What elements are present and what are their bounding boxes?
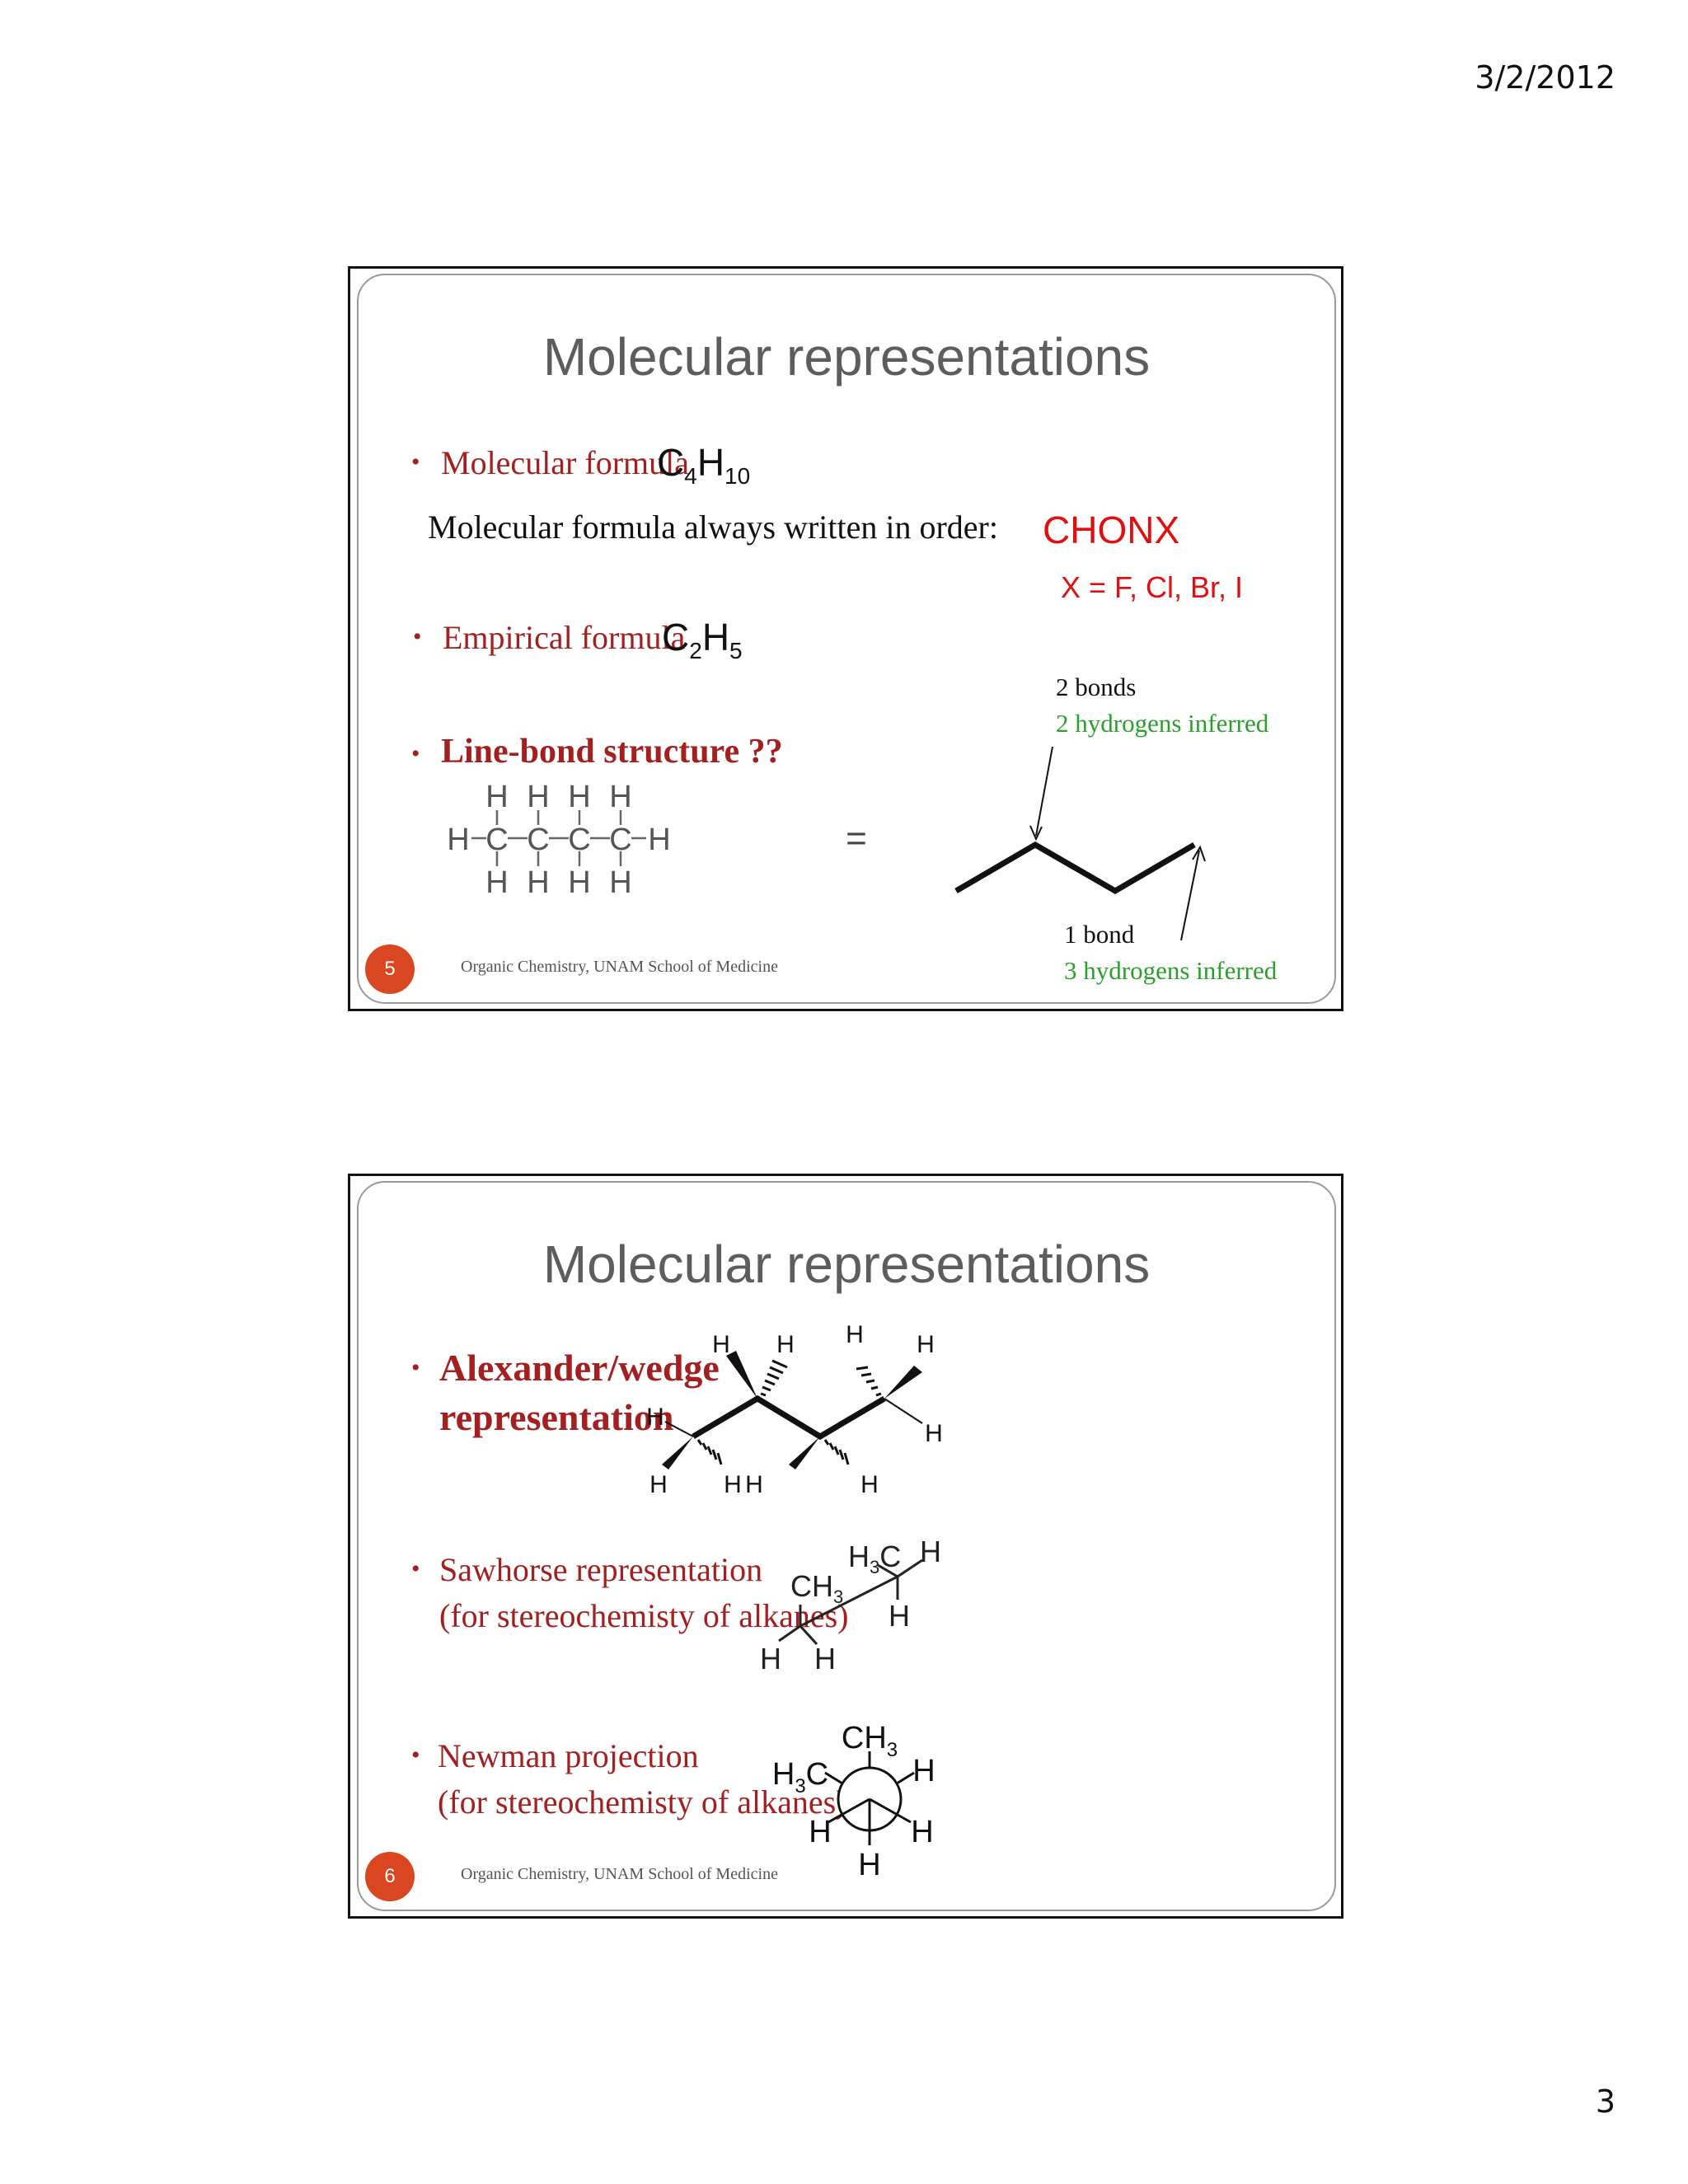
atom-h: H xyxy=(712,1331,730,1358)
slide-5-title: Molecular representations xyxy=(542,327,1151,387)
atom-h: H xyxy=(925,1420,943,1447)
newman-labels: CH3 H3C H H H H xyxy=(772,1721,935,1882)
atom-h: H xyxy=(809,1815,831,1849)
atom-h: H xyxy=(911,1815,933,1849)
svg-text:CH3: CH3 xyxy=(790,1569,843,1607)
atom-h: H xyxy=(724,1471,742,1498)
newman-structure xyxy=(824,1751,915,1845)
atom-h: H xyxy=(447,823,469,857)
line-bond-zigzag xyxy=(954,841,1196,895)
atom-h: H xyxy=(485,865,508,900)
butane-structural-formula: H H H H H C C C C H H H H H = xyxy=(447,746,1206,941)
atom-h: H xyxy=(814,1642,836,1675)
atom-h: H xyxy=(860,1471,879,1498)
atom-h: H xyxy=(912,1754,935,1788)
newman-label-1: Newman projection xyxy=(438,1737,699,1774)
alexander-label-1: Alexander/wedge xyxy=(439,1347,720,1389)
atom-h: H xyxy=(527,865,549,900)
atom-h: H xyxy=(776,1331,795,1358)
page-number: 3 xyxy=(1595,2083,1615,2120)
annotation-2-hydrogens: 2 hydrogens inferred xyxy=(1056,709,1269,738)
svg-text:H3C: H3C xyxy=(772,1757,828,1797)
sawhorse-labels: H3C H CH3 H H H xyxy=(760,1535,941,1675)
atom-c: C xyxy=(485,823,508,857)
atom-h: H xyxy=(646,1404,664,1431)
arrow-to-middle-carbon xyxy=(1035,746,1053,837)
atom-h: H xyxy=(609,780,631,814)
slide-number-badge: 6 xyxy=(365,1852,415,1901)
atom-h: H xyxy=(568,780,590,814)
atom-c: C xyxy=(568,823,590,857)
atom-h: H xyxy=(649,1471,668,1498)
atom-h: H xyxy=(846,1321,864,1348)
slide-6: Molecular representations • Alexander/we… xyxy=(348,1174,1343,1919)
slide-6-frame: Molecular representations • Alexander/we… xyxy=(357,1181,1336,1911)
annotation-1-bond: 1 bond xyxy=(1064,920,1135,949)
atom-h: H xyxy=(609,865,631,900)
atom-h: H xyxy=(760,1642,781,1675)
molecular-formula-label: Molecular formula xyxy=(441,444,689,481)
atom-h: H xyxy=(889,1599,910,1633)
formula-order-text: Molecular formula always written in orde… xyxy=(428,509,998,546)
atom-h: H xyxy=(745,1471,763,1498)
wedge-structure: H H H H H H H H H H xyxy=(646,1321,943,1498)
atom-h: H xyxy=(485,780,508,814)
empirical-formula-label: Empirical formula xyxy=(443,619,686,656)
svg-text:CH3: CH3 xyxy=(842,1721,898,1761)
bullet-dot: • xyxy=(411,1555,420,1582)
slide-5: Molecular representations • Molecular fo… xyxy=(348,266,1343,1011)
equals-sign: = xyxy=(846,818,867,859)
sawhorse-label-1: Sawhorse representation xyxy=(439,1551,763,1588)
annotation-3-hydrogens: 3 hydrogens inferred xyxy=(1064,956,1278,985)
slide-5-frame: Molecular representations • Molecular fo… xyxy=(357,274,1336,1004)
alexander-label-2: representation xyxy=(439,1396,674,1438)
empirical-formula-value: C2H5 xyxy=(662,616,743,664)
atom-c: C xyxy=(527,823,549,857)
atom-h: H xyxy=(527,780,549,814)
sawhorse-label-2: (for stereochemisty of alkanes) xyxy=(439,1597,849,1634)
svg-text:H3C: H3C xyxy=(848,1540,901,1577)
molecular-formula-value: C4H10 xyxy=(657,441,751,490)
bullet-dot: • xyxy=(411,1354,420,1381)
slide-number-badge: 5 xyxy=(365,944,415,994)
annotation-2-bonds: 2 bonds xyxy=(1056,673,1137,701)
atom-h: H xyxy=(858,1848,880,1882)
slide-6-diagrams: H H H H H H H H H H xyxy=(646,1321,943,1882)
bullet-dot: • xyxy=(411,740,420,767)
halogen-note: X = F, Cl, Br, I xyxy=(1061,570,1244,604)
bullet-dot: • xyxy=(411,1741,420,1769)
slide-6-title: Molecular representations xyxy=(542,1235,1151,1294)
atom-h: H xyxy=(568,865,590,900)
formula-order-value: CHONX xyxy=(1043,509,1180,551)
bullet-dot: • xyxy=(413,623,422,650)
bullet-dot: • xyxy=(411,448,420,476)
atom-h: H xyxy=(920,1535,941,1568)
page-date: 3/2/2012 xyxy=(1475,59,1615,96)
slide-footer: Organic Chemistry, UNAM School of Medici… xyxy=(461,1865,778,1883)
atom-c: C xyxy=(609,823,631,857)
arrow-to-end-carbon xyxy=(1180,850,1200,941)
slide-footer: Organic Chemistry, UNAM School of Medici… xyxy=(461,958,778,976)
atom-h: H xyxy=(648,823,670,857)
line-bond-label: Line-bond structure ?? xyxy=(441,733,783,771)
atom-h: H xyxy=(917,1331,935,1358)
newman-label-2: (for stereochemisty of alkanes) xyxy=(438,1783,847,1821)
sawhorse-structure xyxy=(778,1558,923,1646)
